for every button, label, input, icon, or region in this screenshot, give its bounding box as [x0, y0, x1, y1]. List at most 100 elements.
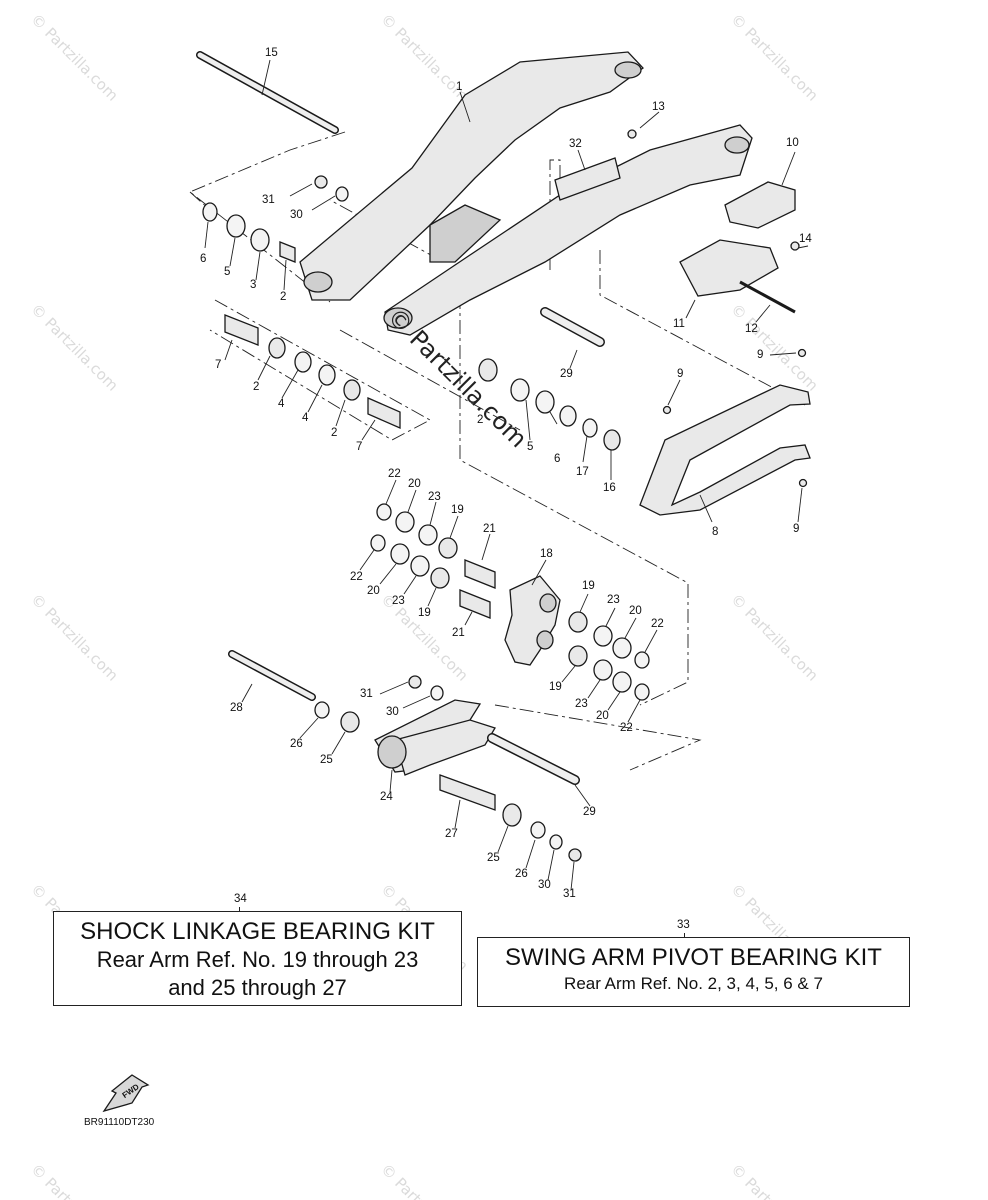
callout-23: 23 — [428, 491, 441, 503]
callout-9: 9 — [793, 523, 799, 535]
callout-22: 22 — [388, 468, 401, 480]
callout-5: 5 — [527, 441, 533, 453]
watermark: © Partzilla.com — [727, 590, 822, 685]
callout-10: 10 — [786, 137, 799, 149]
callout-23: 23 — [607, 594, 620, 606]
small-hardware — [627, 129, 808, 488]
swing-arm-axle — [196, 51, 339, 134]
linkage-bearing-set — [370, 503, 496, 619]
callout-21: 21 — [452, 627, 465, 639]
callout-4: 4 — [302, 412, 309, 424]
assembly-lines — [189, 131, 806, 771]
shock-kit-line1: Rear Arm Ref. No. 19 through 23 — [96, 947, 419, 972]
callout-numbers: 1 2 2 2 2 3 4 4 5 5 6 6 7 7 8 9 9 9 10 1… — [200, 47, 812, 900]
callout-4: 4 — [278, 398, 285, 410]
pivot-bearing-stack-left — [202, 202, 401, 429]
relay-arm — [504, 575, 561, 666]
callout-20: 20 — [408, 478, 421, 490]
watermark: © Partzilla.com — [727, 300, 822, 395]
callout-13: 13 — [652, 101, 665, 113]
pivot-kit-line1: Rear Arm Ref. No. 2, 3, 4, 5, 6 & 7 — [564, 974, 823, 993]
callout-9: 9 — [677, 368, 683, 380]
callout-28: 28 — [230, 702, 243, 714]
callout-6: 6 — [554, 453, 560, 465]
callout-31: 31 — [563, 888, 576, 900]
callout-7: 7 — [356, 441, 362, 453]
callout-24: 24 — [380, 791, 393, 803]
callout-14: 14 — [799, 233, 812, 245]
pivot-bearing-stack-right — [478, 307, 621, 451]
callout-31: 31 — [360, 688, 373, 700]
shock-kit-line2: and 25 through 27 — [168, 975, 347, 1000]
callout-19: 19 — [582, 580, 595, 592]
callout-27: 27 — [445, 828, 458, 840]
callout-17: 17 — [576, 466, 589, 478]
callout-30: 30 — [538, 879, 551, 891]
kit-ref-33: 33 — [677, 919, 690, 931]
watermark: © Partzilla.com — [727, 1160, 822, 1200]
chain-puller-lower — [679, 239, 779, 297]
callout-23: 23 — [575, 698, 588, 710]
callout-31: 31 — [262, 194, 275, 206]
callout-11: 11 — [673, 318, 685, 330]
callout-32: 32 — [569, 138, 582, 150]
diagram-code: BR91110DT230 — [84, 1117, 155, 1128]
callout-25: 25 — [320, 754, 333, 766]
callout-16: 16 — [603, 482, 616, 494]
relay-bearing-set — [568, 611, 650, 701]
shock-kit-title: SHOCK LINKAGE BEARING KIT — [80, 918, 435, 945]
callout-29: 29 — [560, 368, 573, 380]
kit-ref-34: 34 — [234, 893, 247, 905]
watermark: © Partzilla.com — [27, 300, 122, 395]
callout-26: 26 — [290, 738, 303, 750]
callout-20: 20 — [367, 585, 380, 597]
callout-20: 20 — [629, 605, 642, 617]
callout-19: 19 — [549, 681, 562, 693]
leader-lines — [204, 59, 809, 891]
callout-25: 25 — [487, 852, 500, 864]
callout-2: 2 — [280, 291, 286, 303]
callout-30: 30 — [290, 209, 303, 221]
callout-2: 2 — [331, 427, 337, 439]
callout-1: 1 — [456, 81, 462, 93]
callout-26: 26 — [515, 868, 528, 880]
callout-15: 15 — [265, 47, 278, 59]
watermark: © Partzilla.com — [727, 10, 822, 105]
callout-2: 2 — [477, 414, 483, 426]
watermark: © Partzilla.com — [27, 1160, 122, 1200]
callout-5: 5 — [224, 266, 230, 278]
callout-30: 30 — [386, 706, 399, 718]
swing-arm-pivot-kit-box: SWING ARM PIVOT BEARING KIT Rear Arm Ref… — [477, 937, 910, 1007]
callout-22: 22 — [651, 618, 664, 630]
callout-6: 6 — [200, 253, 206, 265]
watermark: © Partzilla.com — [377, 1160, 472, 1200]
pivot-kit-title: SWING ARM PIVOT BEARING KIT — [505, 944, 882, 971]
chain-guide — [639, 384, 811, 516]
kit-ref-leader — [239, 907, 240, 912]
kit-ref-leader — [684, 933, 685, 938]
watermark: © Partzilla.com — [27, 10, 122, 105]
shock-linkage-kit-box: SHOCK LINKAGE BEARING KIT Rear Arm Ref. … — [53, 911, 462, 1006]
callout-19: 19 — [418, 607, 431, 619]
callout-21: 21 — [483, 523, 496, 535]
callout-2: 2 — [253, 381, 259, 393]
callout-23: 23 — [392, 595, 405, 607]
callout-29: 29 — [583, 806, 596, 818]
connecting-rod — [228, 175, 582, 862]
callout-18: 18 — [540, 548, 553, 560]
callout-9: 9 — [757, 349, 763, 361]
swing-arm — [299, 51, 753, 336]
chain-puller-upper — [724, 181, 796, 229]
callout-8: 8 — [712, 526, 718, 538]
callout-12: 12 — [745, 323, 758, 335]
callout-20: 20 — [596, 710, 609, 722]
callout-19: 19 — [451, 504, 464, 516]
callout-22: 22 — [620, 722, 633, 734]
center-watermark: © Partzilla.com — [382, 302, 533, 453]
watermark: © Partzilla.com — [27, 590, 122, 685]
callout-3: 3 — [250, 279, 256, 291]
callout-7: 7 — [215, 359, 221, 371]
fwd-arrow-icon: FWD — [102, 1074, 150, 1113]
callout-22: 22 — [350, 571, 363, 583]
